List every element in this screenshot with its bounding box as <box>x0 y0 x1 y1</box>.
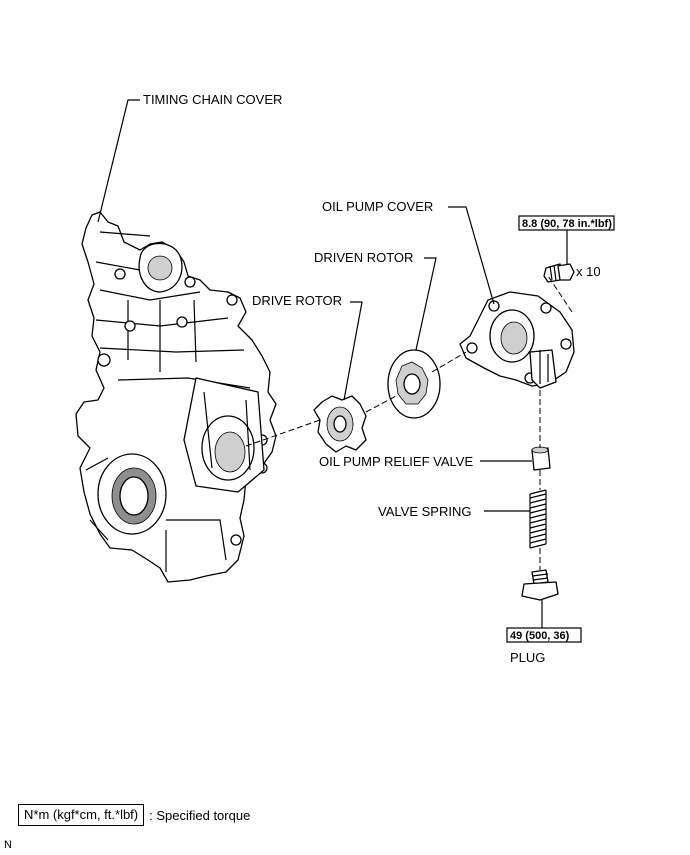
relief-valve-part <box>531 446 551 471</box>
label-driven-rotor: DRIVEN ROTOR <box>314 250 413 265</box>
cover-bolt-part <box>543 263 575 283</box>
label-oil-pump-cover: OIL PUMP COVER <box>322 199 433 214</box>
valve-spring-part <box>529 489 547 549</box>
timing-chain-cover-part <box>75 211 277 583</box>
label-timing-chain-cover: TIMING CHAIN COVER <box>143 92 282 107</box>
plug-part <box>521 569 559 601</box>
driven-rotor-part <box>387 349 441 419</box>
torque-cover-bolt: 8.8 (90, 78 in.*lbf) <box>522 218 612 230</box>
legend-description: : Specified torque <box>149 807 251 823</box>
drive-rotor-part <box>313 395 367 453</box>
corner-code: N <box>4 839 12 851</box>
oil-pump-cover-part <box>459 291 575 389</box>
label-drive-rotor: DRIVE ROTOR <box>252 293 342 308</box>
label-valve-spring: VALVE SPRING <box>378 504 471 519</box>
legend-unit-box: N*m (kgf*cm, ft.*lbf) <box>18 804 145 826</box>
torque-plug: 49 (500, 36) <box>510 630 570 642</box>
label-oil-pump-relief-valve: OIL PUMP RELIEF VALVE <box>319 454 473 469</box>
label-bolt-count: x 10 <box>576 264 601 279</box>
label-plug: PLUG <box>510 650 545 665</box>
torque-legend: N*m (kgf*cm, ft.*lbf) : Specified torque <box>18 804 250 826</box>
